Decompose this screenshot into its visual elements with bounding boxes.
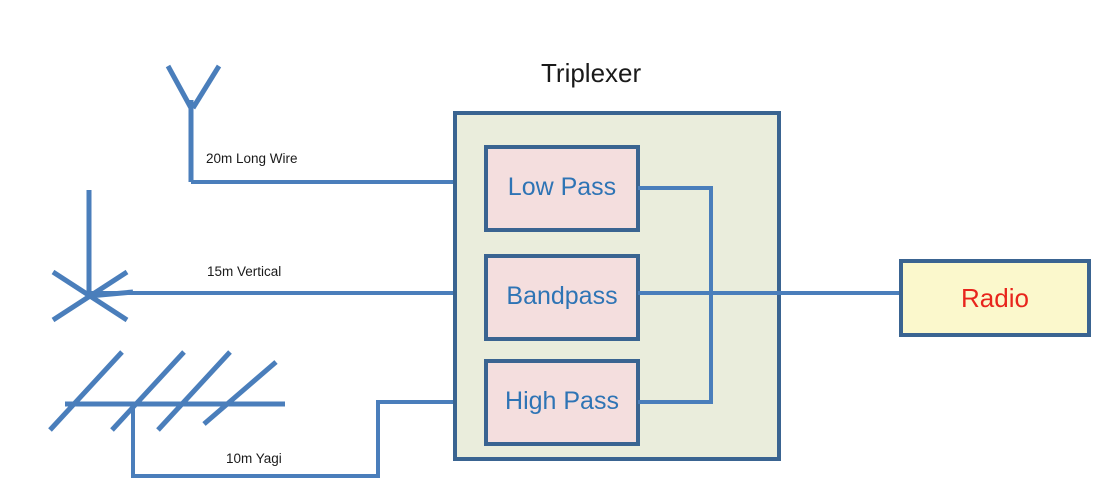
high-pass-label: High Pass <box>505 387 619 415</box>
long-wire-label: 20m Long Wire <box>206 151 298 166</box>
wire-lowpass-output-bus <box>638 186 713 293</box>
long-wire-antenna-icon <box>165 64 222 182</box>
radio-label: Radio <box>961 283 1029 313</box>
high-pass-box[interactable] <box>484 359 640 446</box>
wire-yagi-to-highpass <box>131 400 484 478</box>
vertical-antenna-icon <box>51 190 134 323</box>
triplexer-title: Triplexer <box>541 58 642 88</box>
yagi-antenna-icon <box>48 350 285 432</box>
wire-highpass-output-bus <box>638 293 713 404</box>
vertical-label: 15m Vertical <box>207 264 282 279</box>
radio-box[interactable] <box>899 259 1091 337</box>
yagi-label: 10m Yagi <box>226 451 282 466</box>
bandpass-label: Bandpass <box>506 282 618 310</box>
bandpass-box[interactable] <box>484 254 640 341</box>
low-pass-label: Low Pass <box>507 173 617 201</box>
